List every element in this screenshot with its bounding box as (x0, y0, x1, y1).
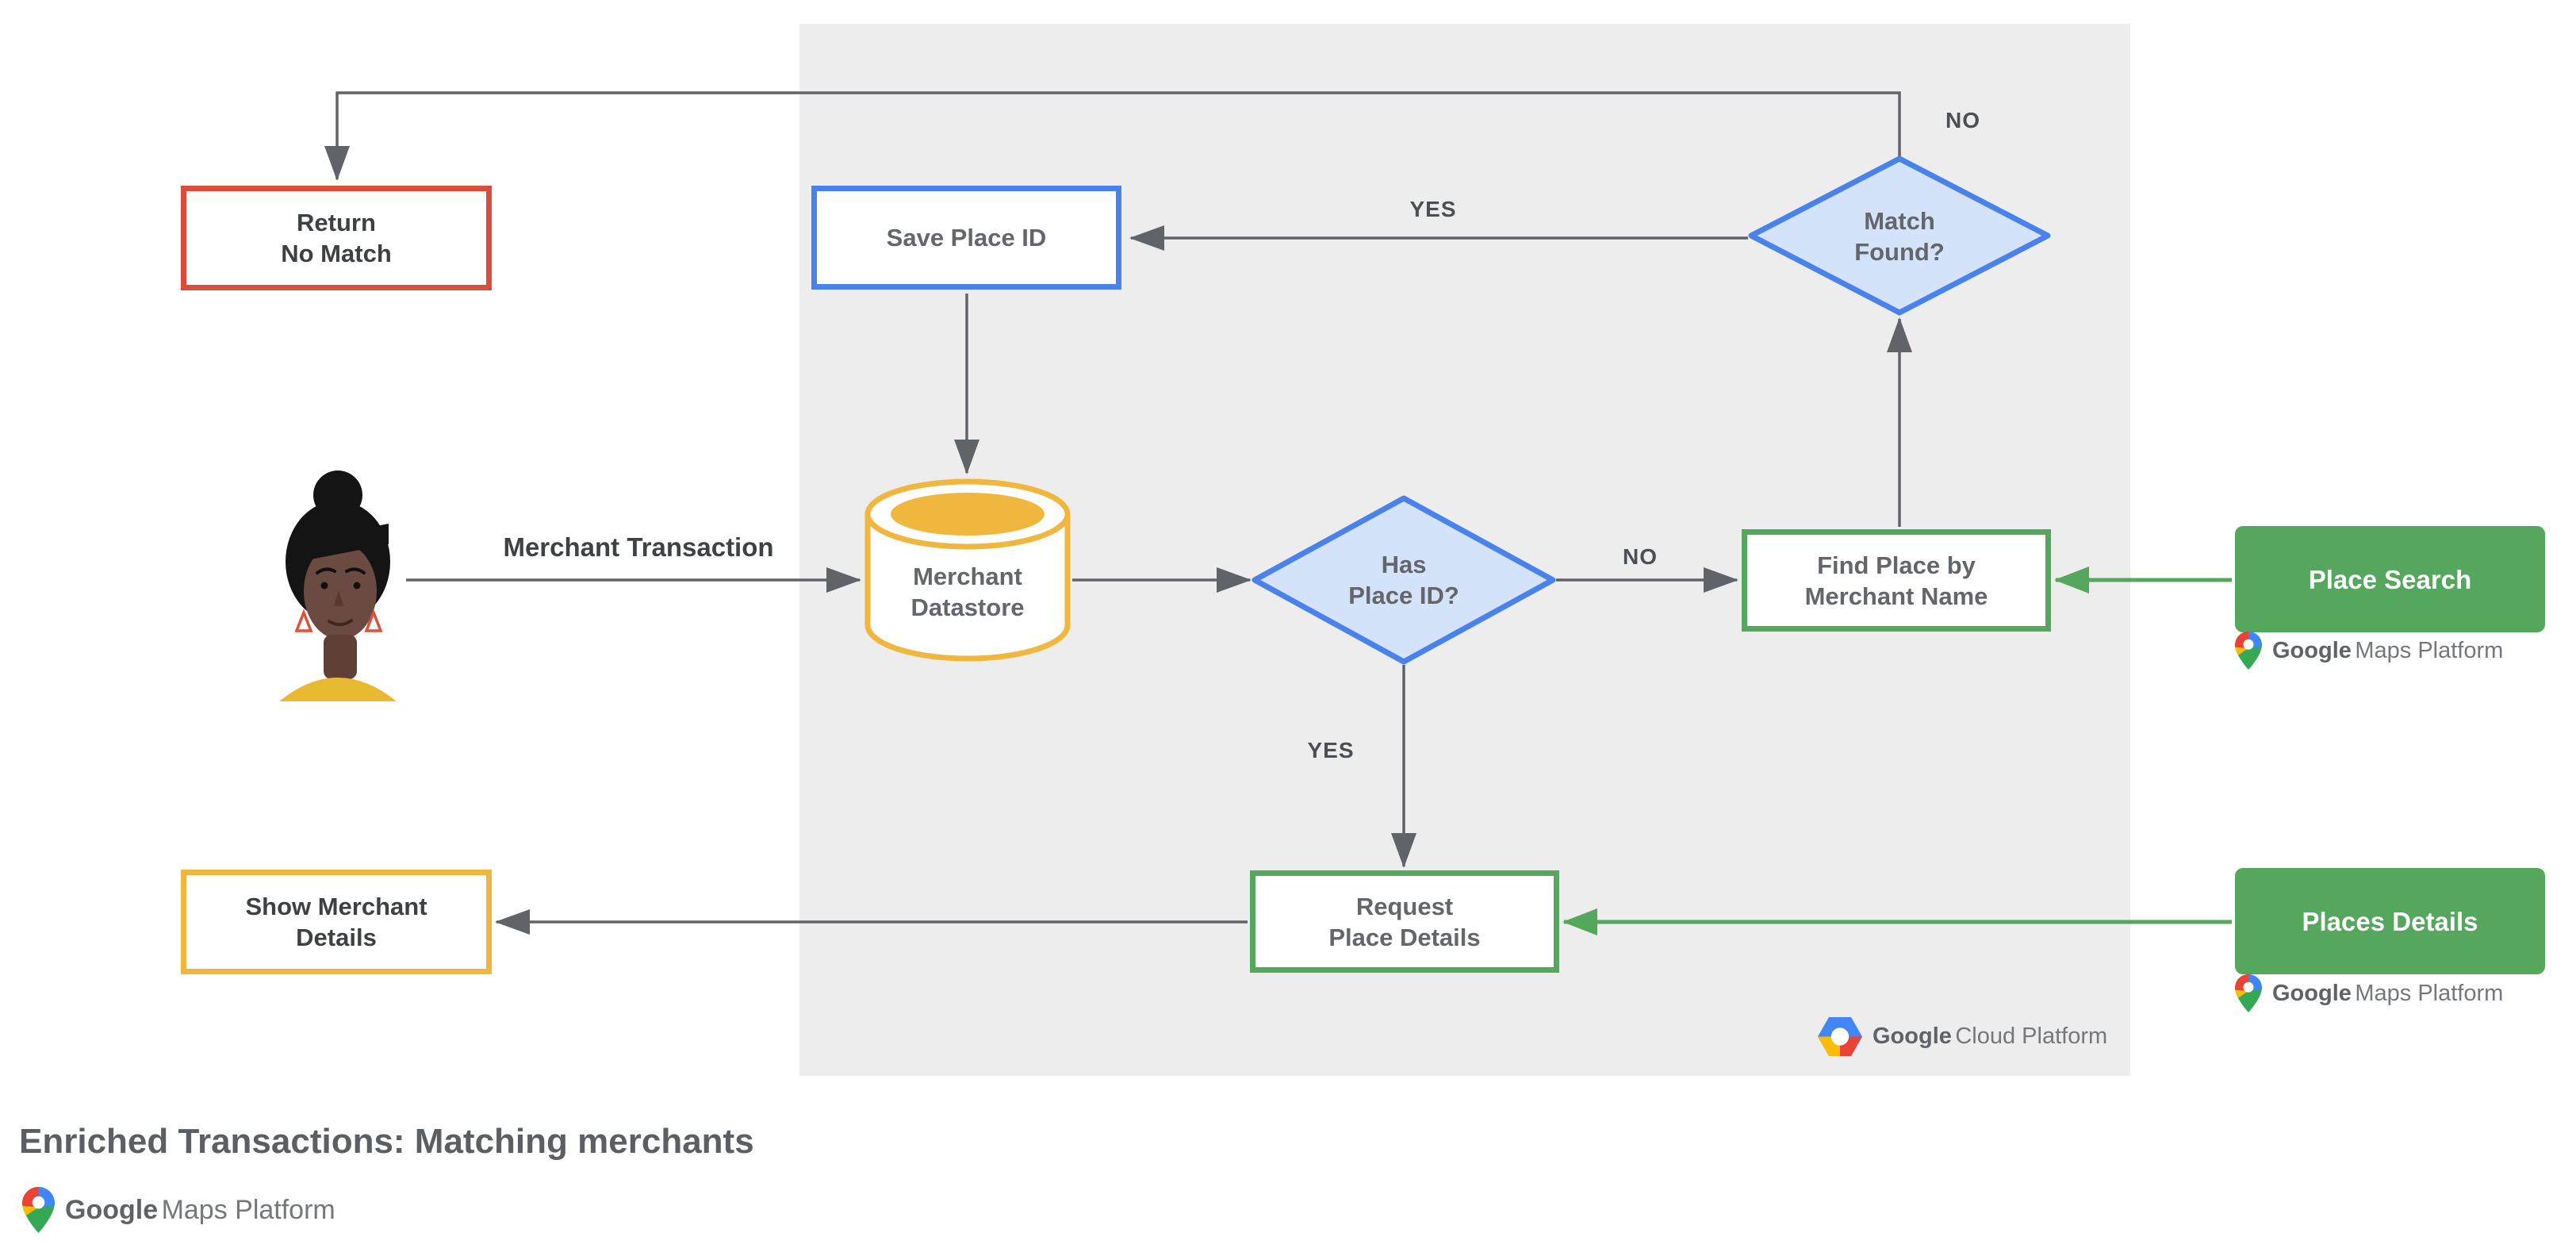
merchant-datastore-cylinder (864, 478, 1071, 662)
find-place-by-merchant-name-node: Find Place by Merchant Name (1742, 529, 2051, 632)
cloud-hexagon-icon (1818, 1017, 1862, 1056)
brand-maps-platform-text: Maps Platform (161, 1194, 335, 1225)
edge-lines (324, 91, 1912, 935)
maps-pin-icon (2235, 632, 2262, 670)
match-found-label: Match Found? (1854, 207, 1945, 266)
api-edge-lines (1562, 566, 2232, 935)
merchant-datastore-label: Merchant Datastore (910, 563, 1025, 621)
places-details-api-node: Places Details (2235, 868, 2545, 974)
user-avatar (279, 470, 397, 701)
maps-platform-logo-main: Google Maps Platform (22, 1187, 335, 1233)
edge-label-no-find: NO (1623, 544, 1658, 569)
has-place-id-diamond (1252, 495, 1556, 665)
edge-label-yes-save: YES (1409, 197, 1457, 221)
maps-pin-icon (22, 1187, 55, 1233)
request-place-details-node: Request Place Details (1250, 870, 1559, 973)
edge-label-yes-request: YES (1307, 738, 1355, 762)
has-place-id-label: Has Place ID? (1348, 551, 1459, 609)
brand-google-text: Google (65, 1194, 159, 1225)
brand-google-text: Google (1873, 1023, 1952, 1049)
edge-label-no-top: NO (1945, 108, 1980, 132)
edge-match-no-to-return (324, 91, 1901, 181)
google-cloud-platform-logo: Google Cloud Platform (1818, 1017, 2107, 1056)
brand-maps-platform-text: Maps Platform (2355, 980, 2504, 1006)
show-merchant-details-node: Show Merchant Details (181, 870, 492, 974)
match-found-diamond (1748, 156, 2051, 316)
merchant-transaction-label: Merchant Transaction (503, 532, 774, 562)
page-title: Enriched Transactions: Matching merchant… (19, 1122, 754, 1161)
maps-platform-logo-placesdetails: Google Maps Platform (2235, 974, 2503, 1012)
brand-google-text: Google (2272, 980, 2352, 1006)
brand-maps-platform-text: Maps Platform (2355, 637, 2504, 663)
maps-pin-icon (2235, 974, 2262, 1012)
place-search-api-node: Place Search (2235, 526, 2545, 632)
brand-cloud-platform-text: Cloud Platform (1955, 1023, 2108, 1049)
save-place-id-node: Save Place ID (811, 186, 1121, 290)
return-no-match-node: Return No Match (181, 186, 492, 290)
brand-google-text: Google (2272, 637, 2352, 663)
maps-platform-logo-placesearch: Google Maps Platform (2235, 632, 2503, 670)
